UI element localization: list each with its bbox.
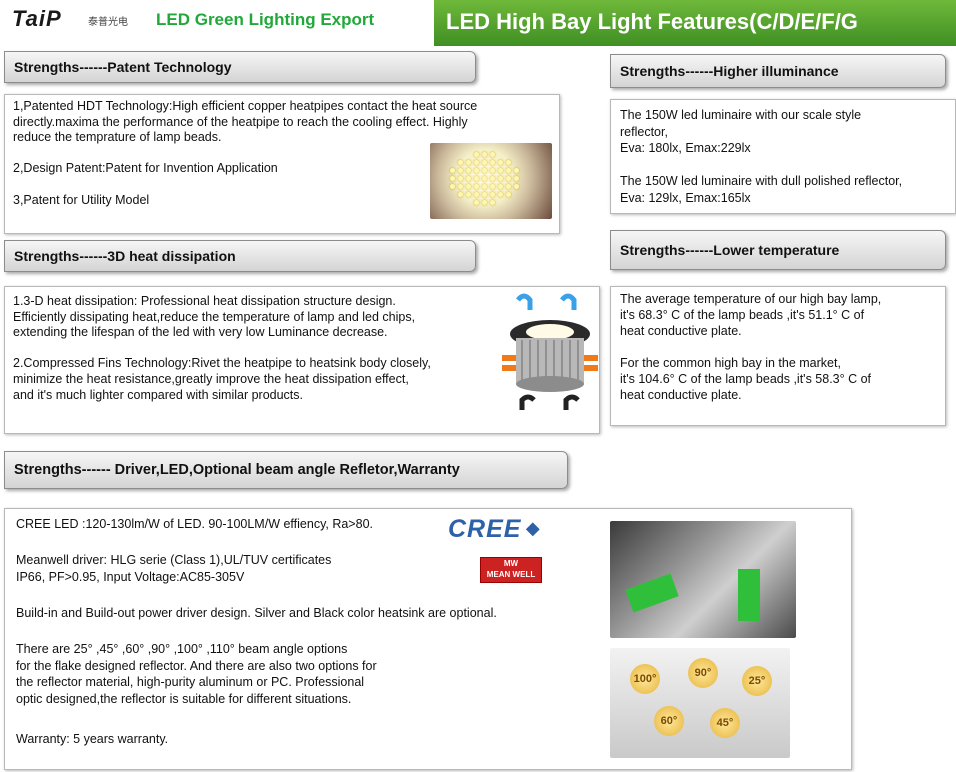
led-bead [490,152,495,157]
section-heading-driver-label: Strengths------ Driver,LED,Optional beam… [14,462,460,478]
led-bead [514,184,519,189]
led-bead [482,176,487,181]
led-bead [506,184,511,189]
led-bead [514,168,519,173]
reflector-options-photo: 100° 90° 25° 60° 45° [610,648,790,758]
led-bead [450,184,455,189]
warranty-text: Warranty: 5 years warranty. [16,732,169,746]
led-bead [506,176,511,181]
temperature-box [610,286,946,426]
led-bead [482,160,487,165]
heat-dissipation-lamp-illustration [502,293,598,410]
led-bead [490,200,495,205]
led-bead [458,176,463,181]
led-bead [506,160,511,165]
led-bead [466,192,471,197]
section-heading-temperature-label: Strengths------Lower temperature [620,242,840,258]
led-bead [482,168,487,173]
led-bead [450,168,455,173]
meanwell-logo-text: MEAN WELL [486,570,536,579]
led-bead [490,160,495,165]
cree-logo: CREE ◆ [448,515,558,543]
led-bead [482,192,487,197]
beam-angle-badge: 100° [630,664,660,694]
led-bead [482,152,487,157]
led-bead [498,184,503,189]
beam-angle-badge: 60° [654,706,684,736]
led-bead [490,168,495,173]
led-bead [490,176,495,181]
led-bead [498,168,503,173]
title-banner [434,0,956,46]
section-heading-heat: Strengths------3D heat dissipation [4,240,476,272]
section-heading-patent-label: Strengths------Patent Technology [14,59,232,75]
section-heading-driver: Strengths------ Driver,LED,Optional beam… [4,451,568,489]
beam-angle-badge: 25° [742,666,772,696]
meanwell-logo-mark: MW [503,559,519,568]
power-driver-design-text: Build-in and Build-out power driver desi… [16,606,497,620]
led-bead [474,168,479,173]
led-bead [458,168,463,173]
section-heading-heat-label: Strengths------3D heat dissipation [14,248,236,264]
led-bead [474,200,479,205]
patent-text: 1,Patented HDT Technology:High efficient… [13,99,478,207]
cree-led-text: CREE LED :120-130lm/W of LED. 90-100LM/W… [16,517,373,531]
led-bead [474,160,479,165]
section-heading-temperature: Strengths------Lower temperature [610,230,946,270]
company-logo: TaiP [12,6,62,31]
led-bead [458,160,463,165]
page-title: LED High Bay Light Features(C/D/E/F/G [446,9,858,34]
temperature-text: The average temperature of our high bay … [620,292,882,402]
led-bead [458,184,463,189]
heat-box [4,286,600,434]
section-heading-patent: Strengths------Patent Technology [4,51,476,83]
meanwell-logo: MW MEAN WELL [480,557,542,583]
beam-angle-badge: 45° [710,708,740,738]
led-bead [466,160,471,165]
cree-chevron-icon: ◆ [525,518,540,538]
led-bead [498,176,503,181]
led-bead [506,192,511,197]
heat-text: 1.3-D heat dissipation: Professional hea… [13,294,431,402]
tagline: LED Green Lighting Export [156,10,375,29]
led-bead [514,176,519,181]
section-heading-illuminance: Strengths------Higher illuminance [610,54,946,88]
led-bead [474,192,479,197]
section-heading-illuminance-label: Strengths------Higher illuminance [620,63,839,79]
led-bead [474,184,479,189]
beam-angle-badge: 90° [688,658,718,688]
led-bead [458,192,463,197]
cree-logo-text: CREE [448,515,522,543]
led-bead [466,176,471,181]
led-bead [498,160,503,165]
led-bead [482,184,487,189]
led-chip-photo [430,143,552,219]
led-bead [506,168,511,173]
led-bead [490,184,495,189]
led-bead [466,168,471,173]
illuminance-box [610,99,956,214]
led-bead [466,184,471,189]
led-bead [474,152,479,157]
heatsink-driver-photo [610,521,796,638]
led-bead [474,176,479,181]
led-bead [490,192,495,197]
led-bead [450,176,455,181]
illuminance-text: The 150W led luminaire with our scale st… [620,108,903,205]
led-bead [498,192,503,197]
beam-angle-text: There are 25° ,45° ,60° ,90° ,100° ,110°… [16,642,377,706]
meanwell-driver-text: Meanwell driver: HLG serie (Class 1),UL/… [16,553,332,584]
company-logo-chinese: 泰普光电 [88,17,128,28]
led-bead [482,200,487,205]
